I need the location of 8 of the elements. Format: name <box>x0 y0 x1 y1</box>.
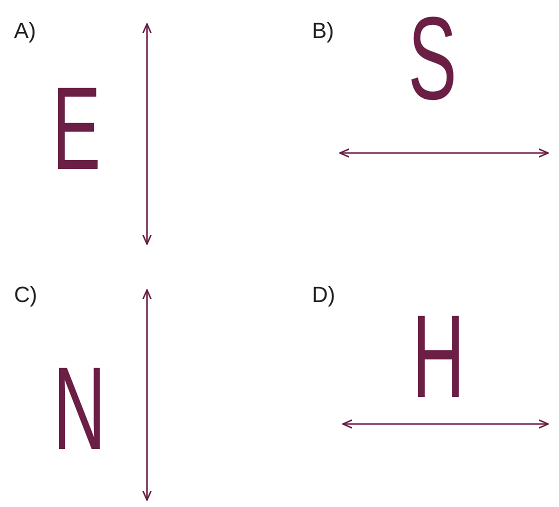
letter: H <box>412 298 465 416</box>
letter: N <box>53 350 106 468</box>
letter: E <box>52 70 101 188</box>
letter: S <box>408 0 457 118</box>
section-label: D) <box>312 284 336 306</box>
section-label: B) <box>312 20 334 42</box>
section-label: A) <box>14 20 36 42</box>
section-label: C) <box>14 284 38 306</box>
